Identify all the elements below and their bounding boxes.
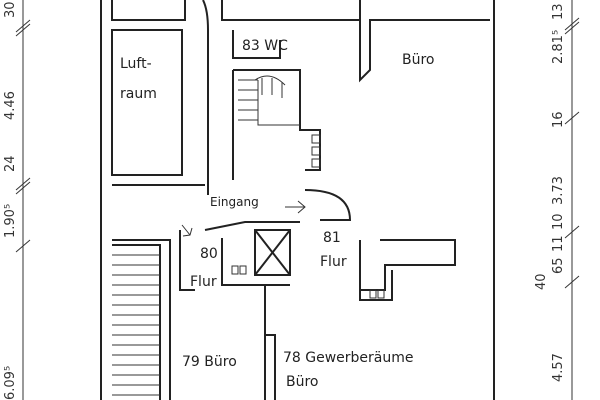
flur-arrow-icon bbox=[181, 224, 193, 237]
fixtures bbox=[231, 134, 385, 299]
staircase-lower bbox=[112, 254, 160, 396]
dim-right-9: 4.57 bbox=[551, 353, 566, 382]
dim-right-1: 13 bbox=[551, 3, 566, 20]
room-eingang: Eingang bbox=[210, 195, 259, 209]
dim-right-5: 10 bbox=[551, 213, 566, 230]
dim-left-5: 6.09⁵ bbox=[3, 366, 18, 400]
dim-left-1: 30 bbox=[3, 1, 18, 18]
interior-walls bbox=[111, 0, 490, 400]
dim-right-6: 65 bbox=[551, 257, 566, 274]
room-buero-top: Büro bbox=[402, 52, 435, 68]
room-78-gewerberaeume: 78 Gewerberäume bbox=[283, 350, 414, 366]
room-80-flur: Flur bbox=[190, 274, 217, 290]
room-78-buero: Büro bbox=[286, 374, 319, 390]
dim-right-4: 3.73 bbox=[551, 176, 566, 205]
dim-left-3: 24 bbox=[3, 155, 18, 172]
dim-right-3: 16 bbox=[551, 111, 566, 128]
room-80-number: 80 bbox=[200, 246, 218, 262]
room-81-flur: Flur bbox=[320, 254, 347, 270]
dim-right-8: 40 bbox=[534, 273, 549, 290]
staircase-upper bbox=[238, 75, 300, 126]
dim-left-2: 4.46 bbox=[3, 91, 18, 120]
room-luftraum-line2: raum bbox=[120, 86, 157, 102]
room-79-buero: 79 Büro bbox=[182, 354, 237, 370]
dim-right-7: 11 bbox=[551, 235, 566, 252]
dimension-ticks bbox=[15, 17, 580, 289]
dim-right-2: 2.81⁵ bbox=[551, 30, 566, 64]
room-83-wc: 83 WC bbox=[242, 38, 288, 54]
dim-left-4: 1.90⁵ bbox=[3, 204, 18, 238]
room-81-number: 81 bbox=[323, 230, 341, 246]
entrance-arrow-icon bbox=[285, 200, 306, 214]
room-luftraum-line1: Luft- bbox=[120, 56, 152, 72]
